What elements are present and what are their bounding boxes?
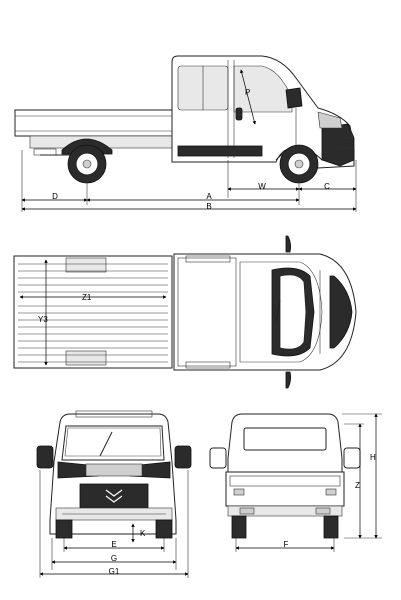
label-z1: Z1 bbox=[82, 293, 92, 302]
label-e: E bbox=[111, 540, 116, 549]
dimension-b: B bbox=[21, 202, 357, 211]
dimension-a: A bbox=[86, 192, 300, 202]
top-view: Z1 Y3 bbox=[13, 235, 357, 389]
label-k: K bbox=[140, 529, 146, 538]
label-f: F bbox=[284, 540, 289, 549]
label-a: A bbox=[206, 192, 212, 201]
dimension-y3: Y3 bbox=[38, 259, 48, 366]
front-view: K E G G1 bbox=[36, 410, 192, 578]
cab-top bbox=[173, 235, 357, 389]
label-y3: Y3 bbox=[38, 315, 48, 324]
label-c: C bbox=[324, 182, 330, 191]
label-d: D bbox=[52, 192, 58, 201]
rear-wheel bbox=[61, 138, 113, 184]
dimension-c: C bbox=[298, 182, 357, 191]
dimension-f: F bbox=[235, 540, 335, 550]
label-g: G bbox=[111, 554, 117, 563]
label-w: W bbox=[258, 182, 266, 191]
label-p: P bbox=[245, 88, 250, 97]
dimension-e: E bbox=[63, 540, 165, 550]
label-g1: G1 bbox=[109, 567, 120, 576]
cab-body bbox=[171, 55, 355, 169]
label-h: H bbox=[370, 453, 376, 462]
dimension-h: H bbox=[370, 413, 378, 539]
dimension-z: Z bbox=[355, 423, 362, 539]
dimension-p: P bbox=[240, 69, 256, 125]
dimension-w: W bbox=[227, 182, 300, 191]
dimension-k: K bbox=[131, 523, 146, 543]
label-z: Z bbox=[355, 481, 360, 490]
dimension-g: G bbox=[51, 554, 177, 564]
side-view: P W C D A B bbox=[14, 55, 357, 212]
platform-top bbox=[13, 255, 173, 369]
label-b: B bbox=[206, 202, 211, 211]
dimension-d: D bbox=[21, 192, 88, 202]
rear-view: F Z H bbox=[209, 413, 382, 552]
front-wheel bbox=[275, 144, 323, 184]
dimension-g1: G1 bbox=[39, 567, 189, 576]
